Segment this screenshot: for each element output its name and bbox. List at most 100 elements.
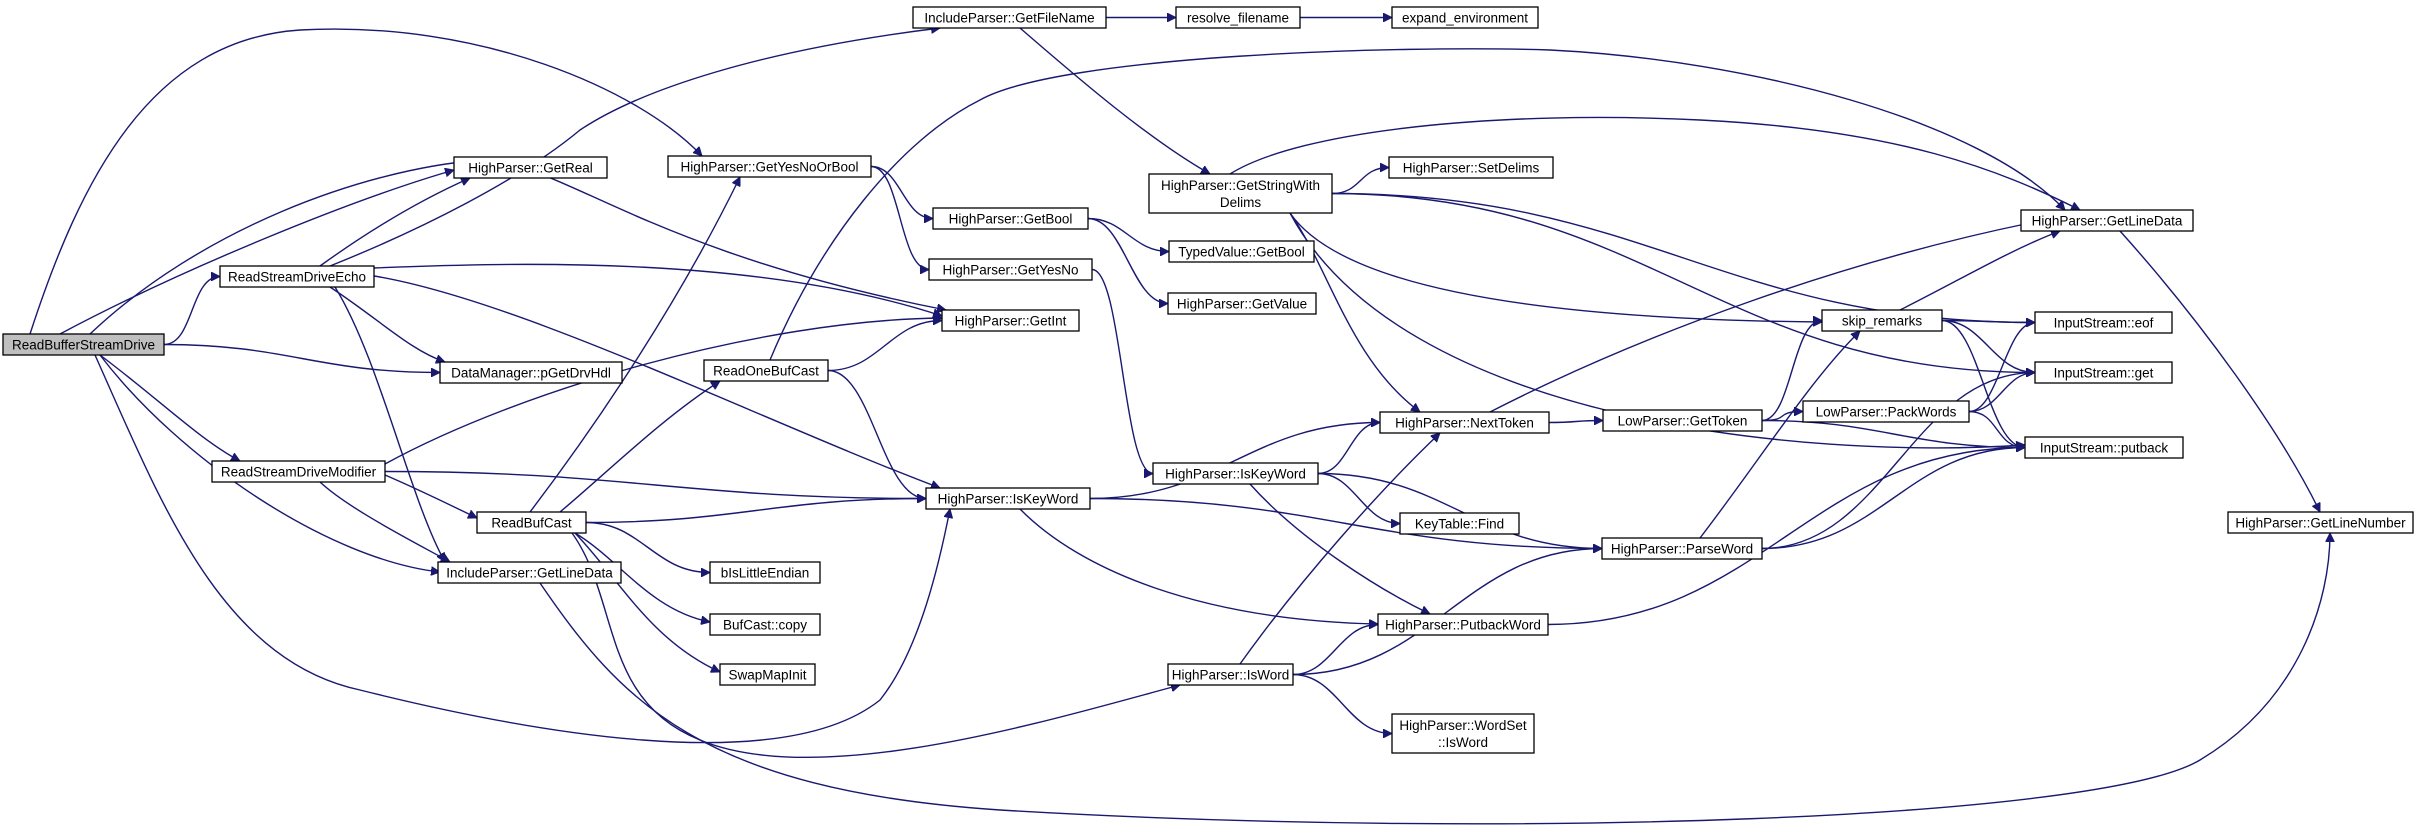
- edge-rbsd-to-rsde: [163, 277, 221, 346]
- node-label: ::IsWord: [1438, 735, 1488, 750]
- node-label: HighParser::GetLineData: [2032, 214, 2183, 229]
- node-label: TypedValue::GetBool: [1178, 245, 1305, 260]
- node-box: [1377, 613, 1549, 636]
- edge-rsdm-to-ipgld: [319, 481, 450, 563]
- node-ktf[interactable]: KeyTable::Find: [1399, 512, 1520, 535]
- node-box: [1391, 6, 1539, 29]
- node-hpikw[interactable]: HighParser::IsKeyWord: [925, 487, 1091, 510]
- node-expenv[interactable]: expand_environment: [1391, 6, 1539, 29]
- edge-hpikw2-to-hppbw: [1249, 483, 1430, 615]
- node-robc[interactable]: ReadOneBufCast: [703, 359, 829, 382]
- node-label: ReadBufCast: [491, 516, 572, 531]
- node-label: resolve_filename: [1187, 11, 1289, 26]
- node-box: [1175, 6, 1301, 29]
- node-box: [1167, 292, 1317, 315]
- edge-hpikw-to-hppbw: [1019, 508, 1378, 624]
- node-label: BufCast::copy: [723, 618, 807, 633]
- node-hpgyn[interactable]: HighParser::GetYesNo: [928, 258, 1093, 281]
- edges-layer: [29, 18, 2330, 825]
- edge-lpgt-to-isputback: [1761, 419, 2025, 448]
- node-box: [1601, 537, 1763, 560]
- edge-rbc-to-robc: [559, 380, 720, 513]
- node-rbsd[interactable]: ReadBufferStreamDrive: [2, 333, 165, 356]
- node-hpgln[interactable]: HighParser::GetLineNumber: [2227, 511, 2414, 534]
- node-rbc[interactable]: ReadBufCast: [476, 511, 587, 534]
- node-box: [2020, 209, 2194, 232]
- node-hpgld[interactable]: HighParser::GetLineData: [2020, 209, 2194, 232]
- node-label: HighParser::GetYesNo: [942, 263, 1078, 278]
- edge-rbsd-to-hpikw: [94, 354, 950, 744]
- node-box: [1399, 512, 1520, 535]
- edge-hpgswd-to-iseof: [1331, 192, 2035, 323]
- node-tvgb[interactable]: TypedValue::GetBool: [1168, 240, 1315, 263]
- node-resfn[interactable]: resolve_filename: [1175, 6, 1301, 29]
- node-skiprem[interactable]: skip_remarks: [1821, 309, 1943, 332]
- node-ipgld[interactable]: IncludeParser::GetLineData: [437, 561, 622, 584]
- node-hppbw[interactable]: HighParser::PutbackWord: [1377, 613, 1549, 636]
- node-hppw[interactable]: HighParser::ParseWord: [1601, 537, 1763, 560]
- edge-hpiw-to-hppw: [1292, 549, 1602, 676]
- edge-skiprem-to-iseof: [1941, 321, 2035, 323]
- node-bile[interactable]: bIsLittleEndian: [709, 561, 821, 584]
- node-lpgt[interactable]: LowParser::GetToken: [1602, 409, 1763, 432]
- node-lppw[interactable]: LowParser::PackWords: [1802, 400, 1970, 423]
- node-box: [932, 207, 1089, 230]
- node-hpikw2[interactable]: HighParser::IsKeyWord: [1152, 462, 1319, 485]
- node-rsdm[interactable]: ReadStreamDriveModifier: [211, 460, 386, 483]
- node-label: HighParser::IsKeyWord: [1165, 467, 1306, 482]
- node-box: [709, 561, 821, 584]
- edge-rbc-to-bile: [585, 521, 710, 573]
- node-label: HighParser::WordSet: [1399, 718, 1527, 733]
- node-hpgynob[interactable]: HighParser::GetYesNoOrBool: [667, 155, 872, 178]
- edge-robc-to-hpgi: [827, 321, 942, 372]
- node-box: [211, 460, 386, 483]
- node-box: [667, 155, 872, 178]
- edge-hpgswd-to-hpnt: [1289, 212, 1420, 412]
- node-hpgi[interactable]: HighParser::GetInt: [941, 309, 1080, 332]
- node-label: HighParser::GetValue: [1177, 297, 1307, 312]
- node-hpiw[interactable]: HighParser::IsWord: [1167, 663, 1294, 686]
- node-hpgr[interactable]: HighParser::GetReal: [453, 156, 608, 179]
- node-box: [1148, 173, 1333, 214]
- edge-hpgyn-to-hpikw2: [1091, 268, 1154, 474]
- edge-rsde-to-dmpgdh: [329, 286, 445, 362]
- node-hpgb[interactable]: HighParser::GetBool: [932, 207, 1089, 230]
- edge-hpikw2-to-hppw: [1317, 472, 1602, 549]
- node-rsde[interactable]: ReadStreamDriveEcho: [219, 265, 375, 288]
- node-label: HighParser::GetStringWith: [1161, 178, 1320, 193]
- node-isputback[interactable]: InputStream::putback: [2024, 436, 2184, 459]
- node-label: HighParser::ParseWord: [1611, 542, 1753, 557]
- node-label: DataManager::pGetDrvHdl: [451, 366, 611, 381]
- edge-hpikw2-to-hpnt: [1317, 423, 1381, 475]
- node-label: IncludeParser::GetLineData: [446, 566, 613, 581]
- node-hpsd[interactable]: HighParser::SetDelims: [1388, 156, 1554, 179]
- node-isget[interactable]: InputStream::get: [2034, 361, 2173, 384]
- edge-hpikw-to-hppw: [1089, 497, 1602, 549]
- node-label: HighParser::PutbackWord: [1385, 618, 1541, 633]
- node-label: InputStream::putback: [2040, 441, 2169, 456]
- edge-hpgb-to-hpgv: [1087, 217, 1169, 304]
- node-box: [453, 156, 608, 179]
- node-hpgv[interactable]: HighParser::GetValue: [1167, 292, 1317, 315]
- node-label: LowParser::GetToken: [1618, 414, 1748, 429]
- edge-robc-to-hpikw: [827, 369, 926, 499]
- node-bccopy[interactable]: BufCast::copy: [709, 613, 821, 636]
- edge-lpgt-to-skiprem: [1761, 321, 1823, 422]
- node-label: Delims: [1220, 195, 1262, 210]
- node-iseof[interactable]: InputStream::eof: [2034, 311, 2173, 334]
- node-label: HighParser::IsWord: [1172, 668, 1290, 683]
- node-dmpgdh[interactable]: DataManager::pGetDrvHdl: [439, 361, 623, 384]
- node-ipgfn[interactable]: IncludeParser::GetFileName: [912, 6, 1107, 29]
- edge-hpgswd-to-hpgld: [1229, 116, 2080, 211]
- edge-rbc-to-hpikw: [585, 499, 926, 524]
- node-box: [941, 309, 1080, 332]
- edge-rsde-to-hpikw: [373, 275, 940, 488]
- node-smi[interactable]: SwapMapInit: [719, 663, 816, 686]
- edge-ipgfn-to-hpgswd: [1019, 27, 1210, 175]
- node-box: [219, 265, 375, 288]
- node-label: LowParser::PackWords: [1816, 405, 1957, 420]
- node-hpnt[interactable]: HighParser::NextToken: [1379, 411, 1550, 434]
- node-hpwsiw[interactable]: HighParser::WordSet::IsWord: [1391, 713, 1535, 754]
- edge-hpiw-to-hpnt: [1239, 433, 1440, 665]
